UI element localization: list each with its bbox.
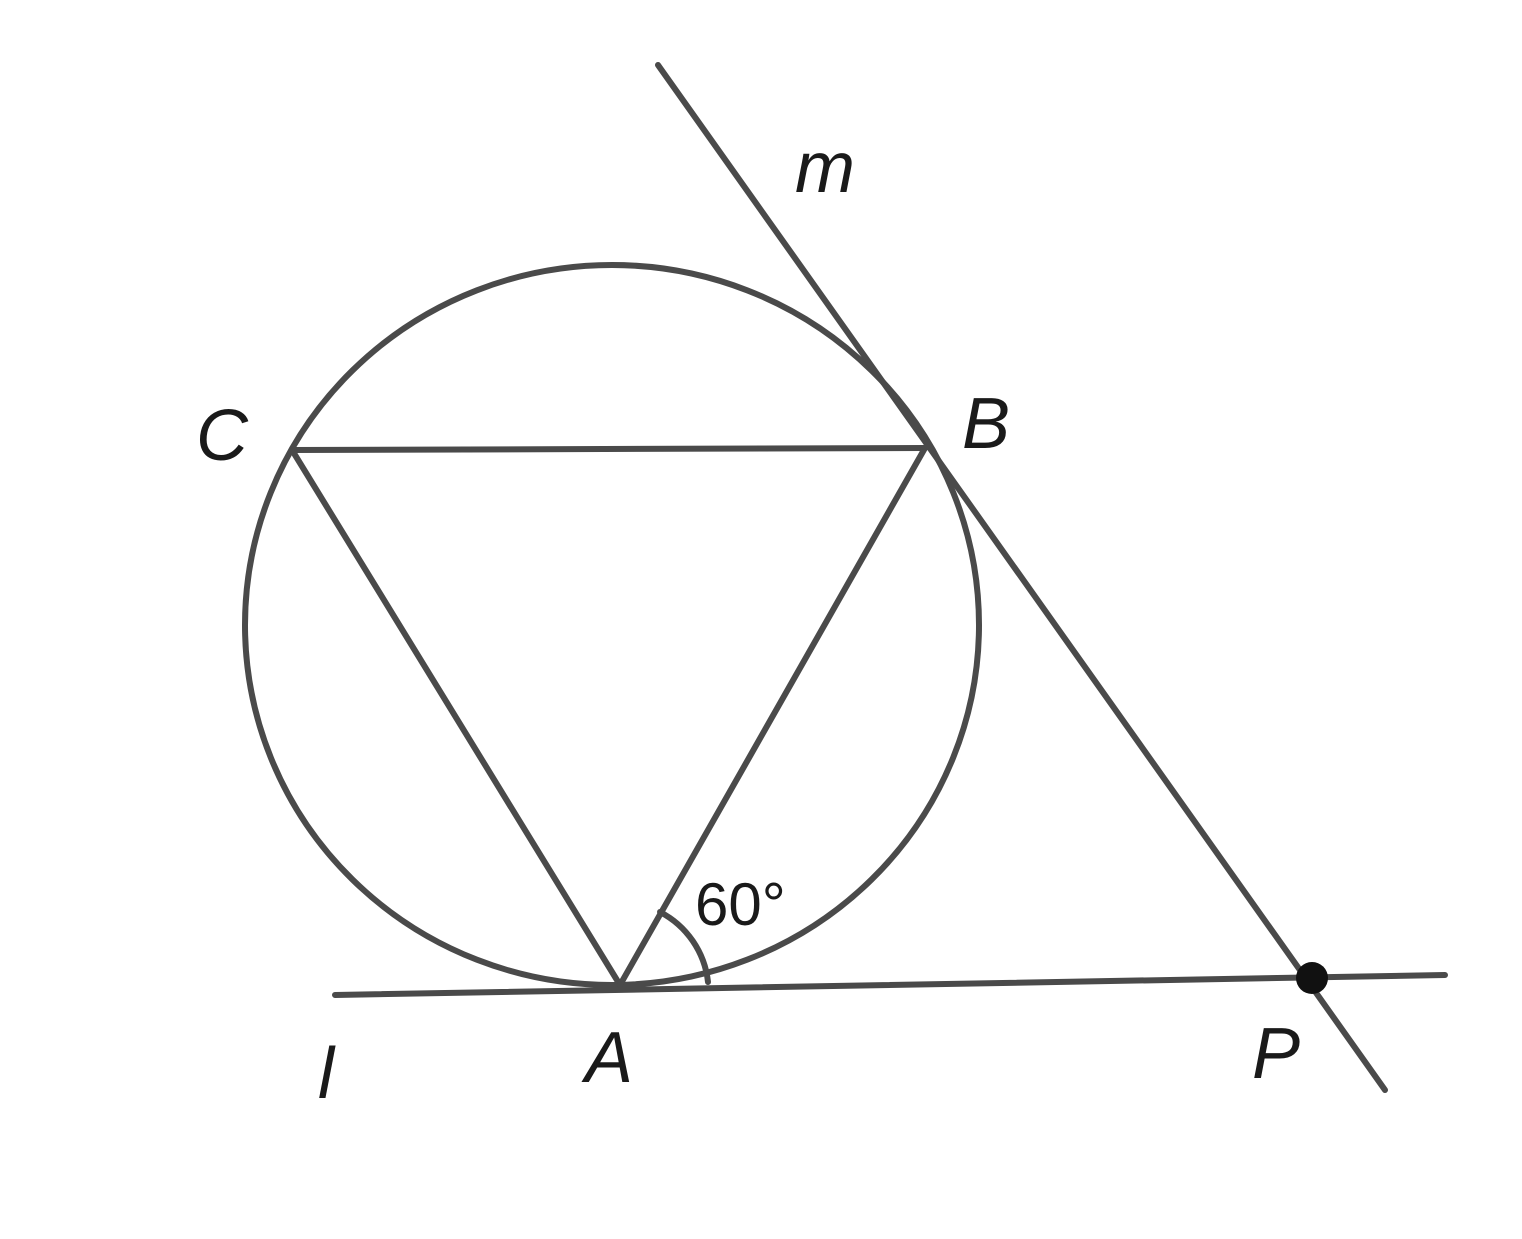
- label-c: C: [196, 396, 249, 476]
- circle: [242, 262, 982, 988]
- chord-cb: [289, 445, 928, 453]
- angle-label: 60°: [695, 871, 786, 938]
- tangent-line-l: [332, 972, 1448, 998]
- point-p-dot: [1296, 962, 1328, 994]
- label-m: m: [795, 128, 855, 208]
- label-l: l: [318, 1034, 336, 1114]
- label-b: B: [962, 384, 1010, 464]
- label-a: A: [581, 1018, 633, 1098]
- angle-arc: [657, 909, 711, 985]
- label-p: P: [1252, 1014, 1300, 1094]
- chord-ba: [617, 445, 928, 988]
- chord-ca: [289, 447, 623, 988]
- tangent-line-m: [655, 62, 1388, 1093]
